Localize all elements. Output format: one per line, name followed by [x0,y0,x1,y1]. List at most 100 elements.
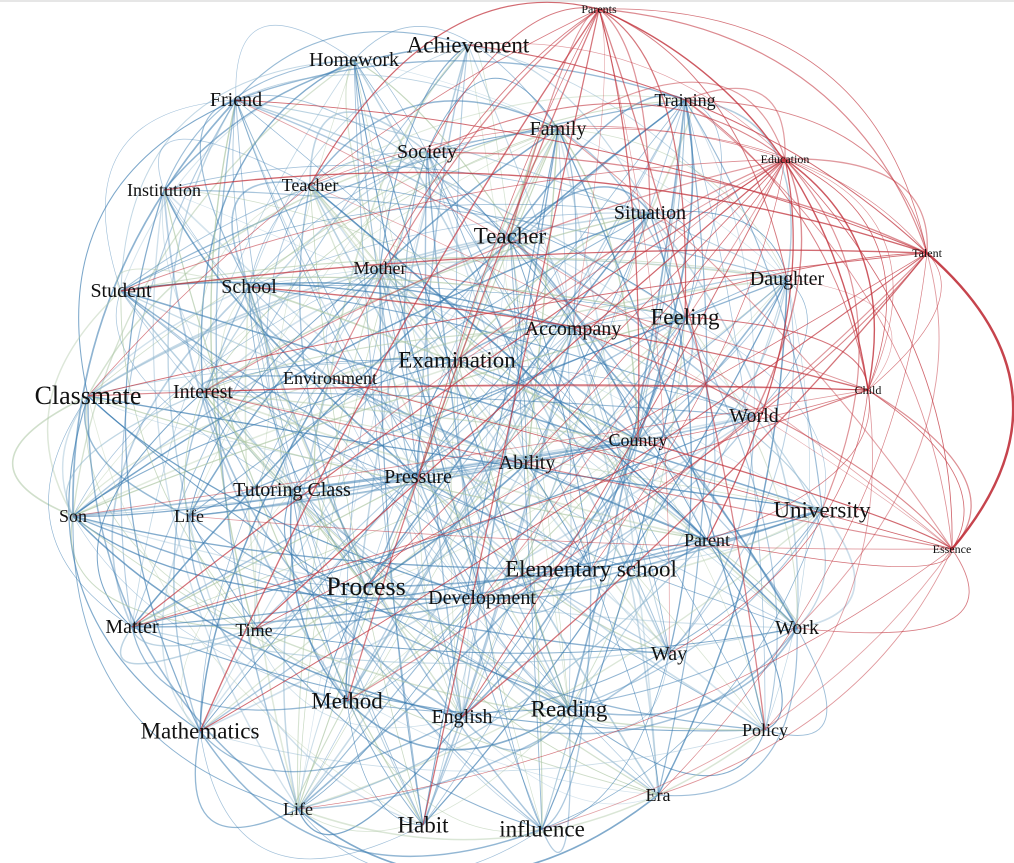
graph-edge [188,515,348,702]
graph-edge-red [120,158,786,292]
graph-edge [163,189,766,731]
graph-edge [210,99,255,631]
graph-edge [120,290,592,570]
graph-edge-red [657,548,953,796]
graph-edge [188,278,788,517]
graph-edge [131,539,708,628]
graph-edge [235,94,511,237]
node-essence: Essence [932,542,972,556]
graph-edge-strong [784,158,876,391]
graph-edge-red [72,389,869,517]
graph-edge [188,515,766,731]
node-school: School [221,276,277,298]
graph-edge-red [199,8,600,732]
graph-edge [297,476,419,810]
graph-edge [365,328,574,588]
graph-edge [105,99,237,292]
graph-edge [346,700,424,826]
graph-edge [72,515,483,600]
node-way: Way [650,643,688,665]
graph-edge [120,128,559,292]
graph-edge [72,99,237,517]
graph-edge [461,716,659,805]
graph-edge [72,515,798,629]
graph-edge [232,99,367,588]
graph-edge [248,212,651,288]
graph-edge [291,489,659,796]
graph-edge [235,99,788,280]
graph-edge [291,489,483,599]
node-mathematics: Mathematics [140,718,260,744]
graph-edge [87,395,419,478]
graph-edge [526,128,559,464]
node-ability: Ability [498,452,556,474]
node-elementary-school: Elementary school [505,556,677,582]
graph-edge [199,476,419,732]
graph-edge [299,184,367,588]
graph-edge [120,99,237,628]
graph-edge [353,59,670,655]
graph-edge-red [309,125,786,186]
graph-edge [637,439,766,731]
graph-edge [131,626,766,732]
graph-edge [297,729,766,841]
graph-edge [248,286,592,570]
graph-edge [684,99,755,417]
node-situation: Situation [613,202,687,224]
graph-edge [72,476,419,517]
graph-edge [163,59,355,191]
graph-edge [65,391,204,517]
graph-edge [200,59,355,393]
graph-edge [291,489,543,830]
graph-edge [202,391,708,541]
graph-edge [481,568,592,615]
node-classmate: Classmate [34,381,142,410]
graph-edge [572,276,788,330]
graph-edge [353,59,570,710]
graph-edge [637,212,673,441]
graph-edge [235,74,559,130]
graph-edge [253,509,823,631]
node-parents: Parents [581,2,617,16]
graph-edge [46,290,122,517]
graph-edge [248,286,463,718]
graph-edge [297,539,708,810]
graph-edge-red [541,548,953,830]
graph-edge [297,597,483,810]
graph-edge [202,391,823,511]
graph-edge [297,708,570,832]
graph-edge [541,316,686,830]
graph-edge [426,151,483,599]
graph-edge [456,359,570,710]
graph-edge [590,509,823,570]
node-life: Life [174,506,204,526]
graph-edge [72,515,592,570]
graph-edge [199,729,766,772]
graph-edge [329,377,823,511]
graph-edge-red [784,158,860,511]
graph-edge-red [202,384,869,393]
graph-edge-red [481,252,928,599]
graph-edge [235,99,419,478]
graph-edge [572,328,823,511]
graph-edge [188,267,381,517]
graph-edge [456,359,483,599]
graph-edge [684,316,716,541]
graph-edge [649,212,693,655]
graph-edge [87,395,424,826]
graph-edge [467,44,788,280]
graph-edge [12,395,89,517]
graph-edge [199,212,651,732]
graph-edge [199,730,543,858]
node-teacher: Teacher [473,223,547,249]
graph-edge [379,267,570,710]
graph-edge-red [329,8,600,379]
graph-edge-red [163,171,928,254]
graph-edge [163,189,574,330]
graph-edge [456,359,639,441]
graph-edge [346,597,483,702]
graph-edge [197,184,311,393]
graph-edge-red [422,8,600,826]
graph-edge-red [235,99,953,550]
node-era: Era [645,785,671,805]
